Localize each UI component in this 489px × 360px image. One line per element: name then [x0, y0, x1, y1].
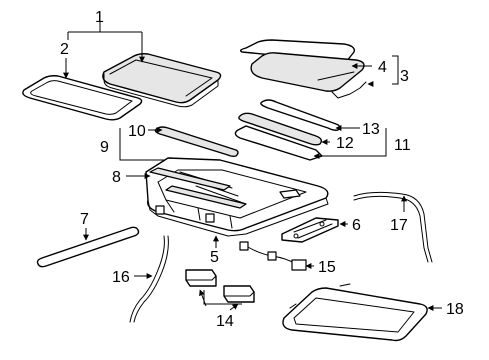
callout-14: 14 — [216, 313, 234, 330]
part-2-glass-seal — [22, 75, 143, 121]
part-15-wiring-harness — [239, 241, 307, 271]
callout-3: 3 — [400, 68, 409, 85]
callout-6: 6 — [352, 217, 361, 234]
callout-9: 9 — [100, 139, 109, 156]
callout-11: 11 — [394, 137, 411, 154]
part-5-sunroof-frame — [145, 157, 329, 237]
callout-5: 5 — [210, 249, 219, 266]
callout-15: 15 — [318, 259, 336, 276]
part-10-deflector-bar — [154, 126, 239, 158]
callout-7: 7 — [80, 211, 89, 228]
part-18-sunshade — [282, 283, 428, 342]
part-6-bracket — [281, 217, 339, 243]
part-8-guide-rail — [149, 167, 247, 209]
callout-12: 12 — [336, 135, 354, 152]
callout-13: 13 — [362, 121, 380, 138]
part-1-glass-panel — [102, 53, 222, 108]
part-7-drain-hose — [36, 226, 140, 268]
callout-18: 18 — [446, 301, 464, 318]
part-17-drain-hose — [353, 191, 433, 263]
part-14-motors — [185, 269, 255, 303]
part-4-top-glass — [239, 39, 367, 99]
callout-16: 16 — [112, 269, 130, 286]
callout-8: 8 — [112, 169, 121, 186]
callout-4: 4 — [378, 59, 387, 76]
part-16-drive-cable — [129, 235, 169, 323]
callout-1: 1 — [95, 9, 104, 26]
callout-2: 2 — [60, 41, 69, 58]
callout-17: 17 — [390, 217, 408, 234]
callout-10: 10 — [128, 123, 146, 140]
